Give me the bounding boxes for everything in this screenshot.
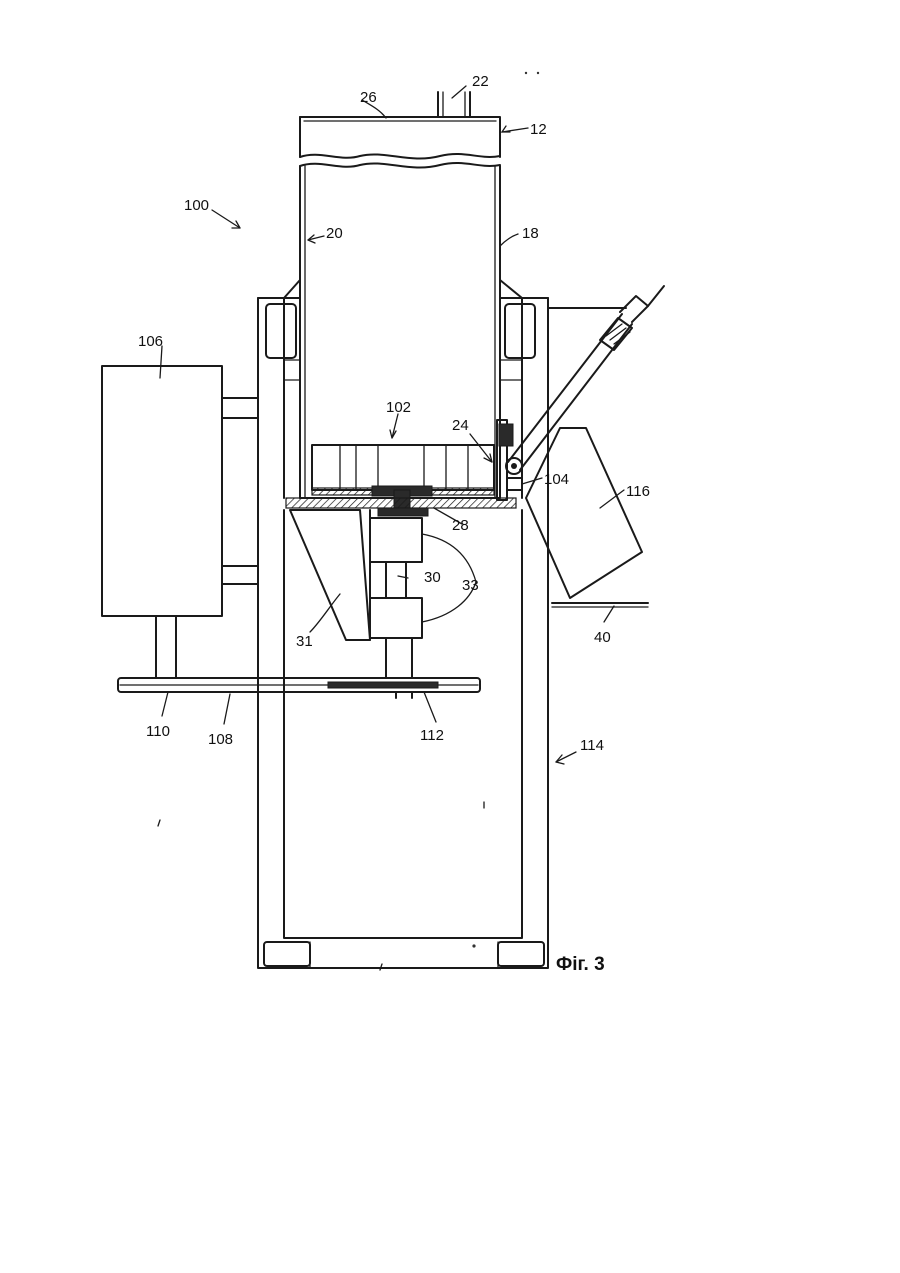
label-104: 104 [544,471,569,488]
label-28: 28 [452,517,469,534]
scan-specks [158,72,539,970]
label-108: 108 [208,731,233,748]
label-33: 33 [462,577,479,594]
label-30: 30 [424,569,441,586]
label-40: 40 [594,629,611,646]
label-31: 31 [296,633,313,650]
reference-labels: 22 26 12 100 20 18 106 102 24 104 116 28… [138,73,650,975]
vessel [300,92,500,498]
label-22: 22 [472,73,489,90]
label-112: 112 [420,727,444,744]
label-110: 110 [146,723,170,740]
label-106: 106 [138,333,163,350]
label-116: 116 [626,483,650,500]
belt-drive [118,678,480,692]
figure-caption: Фіг. 3 [556,954,605,975]
label-102: 102 [386,399,411,416]
label-26: 26 [360,89,377,106]
label-12: 12 [530,121,547,138]
drive-assembly [290,510,422,698]
label-24: 24 [452,417,469,434]
label-20: 20 [326,225,343,242]
label-18: 18 [522,225,539,242]
frame [258,280,548,968]
label-100: 100 [184,197,209,214]
motor-106 [102,366,258,678]
plate-28 [286,498,516,516]
label-114: 114 [580,737,604,754]
